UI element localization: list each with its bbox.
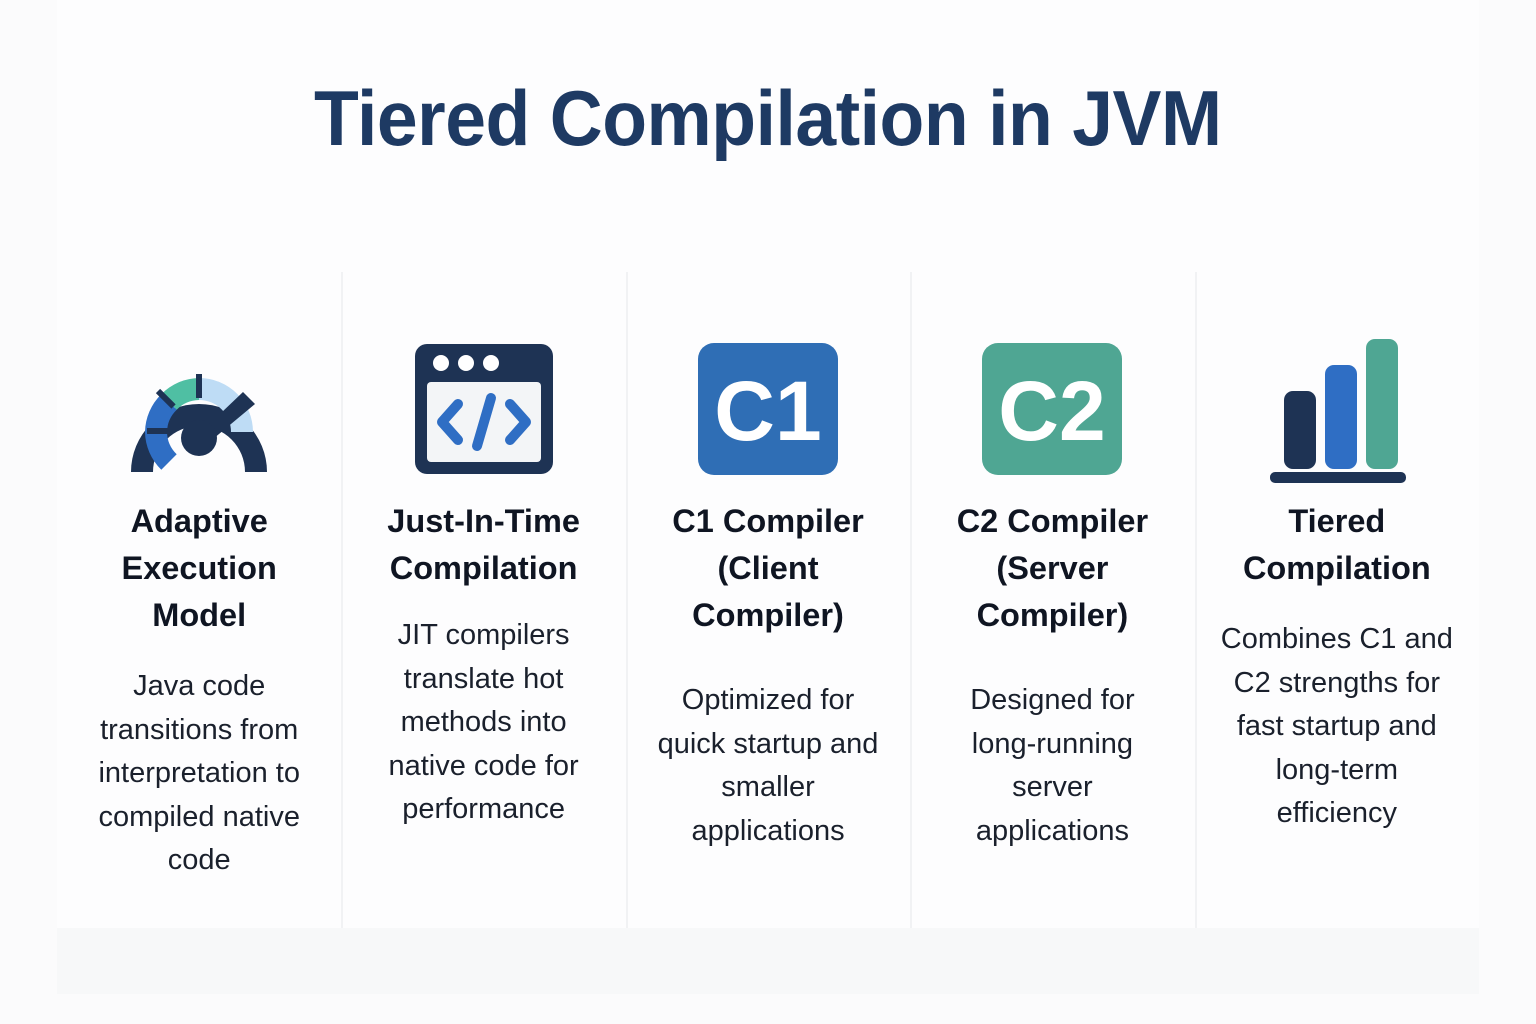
code-window-icon xyxy=(409,338,559,480)
column-title: C2 Compiler (Server Compiler) xyxy=(956,503,1149,634)
column-description: Combines C1 and C2 strengths for fast st… xyxy=(1220,623,1453,830)
c2-badge-icon: C2 xyxy=(977,338,1127,480)
bottom-band xyxy=(57,928,1479,994)
column-description: Optimized for quick startup and smaller … xyxy=(657,684,879,847)
column-title: Tiered Compilation xyxy=(1242,503,1431,587)
column-just-in-time-compilation: Just-In-Time Compilation JIT compilers t… xyxy=(341,272,625,928)
c1-badge-label: C1 xyxy=(714,364,821,458)
icon-slot xyxy=(409,320,559,498)
column-c1-compiler: C1 C1 Compiler (Client Compiler) Optimiz… xyxy=(625,272,910,928)
column-title: Adaptive Execution Model xyxy=(121,503,277,634)
gauge-icon xyxy=(115,334,283,484)
icon-slot xyxy=(115,320,283,498)
column-c2-compiler: C2 C2 Compiler (Server Compiler) Designe… xyxy=(910,272,1194,928)
page-title: Tiered Compilation in JVM xyxy=(314,74,1222,163)
column-description: JIT compilers translate hot methods into… xyxy=(388,619,579,826)
column-description: Designed for long-running server applica… xyxy=(970,684,1135,847)
c1-badge-icon: C1 xyxy=(693,338,843,480)
icon-slot xyxy=(1252,320,1422,498)
column-description: Java code transitions from interpretatio… xyxy=(98,670,300,877)
column-tiered-compilation: Tiered Compilation Combines C1 and C2 st… xyxy=(1194,272,1479,928)
column-adaptive-execution-model: Adaptive Execution Model Java code trans… xyxy=(57,272,341,928)
column-title: C1 Compiler (Client Compiler) xyxy=(672,503,864,634)
icon-slot: C1 xyxy=(693,320,843,498)
column-title: Just-In-Time Compilation xyxy=(387,503,580,587)
title-band: Tiered Compilation in JVM xyxy=(57,0,1479,272)
c2-badge-label: C2 xyxy=(999,364,1106,458)
icon-slot: C2 xyxy=(977,320,1127,498)
bar-chart-icon xyxy=(1252,329,1422,489)
columns-container: Adaptive Execution Model Java code trans… xyxy=(57,272,1479,928)
